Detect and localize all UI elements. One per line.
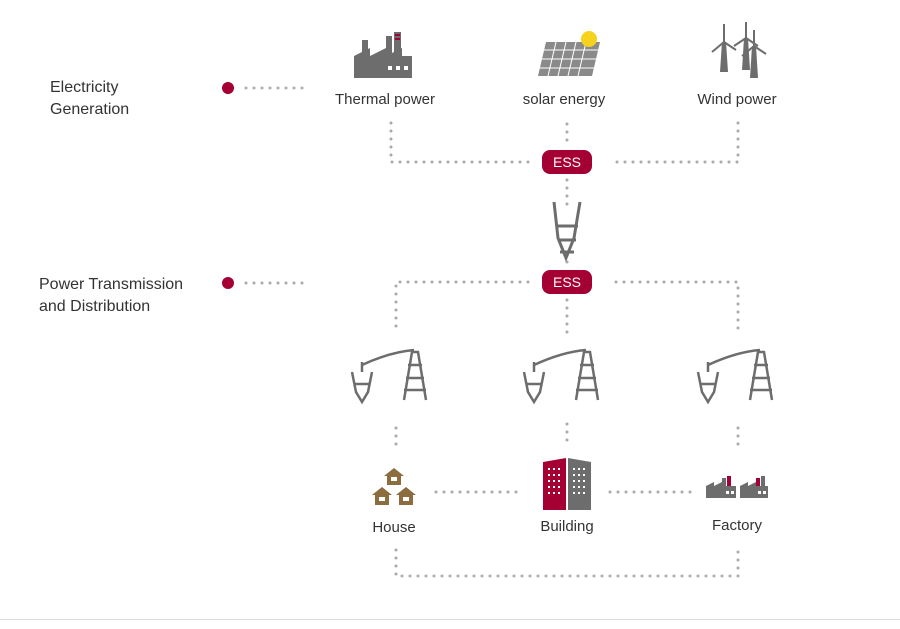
transmission-bullet bbox=[222, 277, 234, 289]
transmission-section-label: Power Transmission and Distribution bbox=[39, 276, 184, 315]
thermal-power-label: Thermal power bbox=[334, 91, 436, 108]
wind-power-label: Wind power bbox=[697, 91, 777, 108]
building-icon bbox=[543, 458, 591, 510]
generation-bullet bbox=[222, 82, 234, 94]
solar-panel-icon bbox=[538, 31, 600, 77]
distribution-tower-right-icon bbox=[696, 348, 774, 405]
substation-tower-icon bbox=[552, 201, 582, 263]
generation-section-label: Electricity Generation bbox=[50, 79, 130, 118]
wind-turbine-icon bbox=[711, 22, 767, 78]
thermal-plant-icon bbox=[354, 32, 412, 78]
distribution-tower-center-icon bbox=[522, 348, 600, 405]
factory-label: Factory bbox=[711, 517, 763, 534]
sun-icon bbox=[581, 31, 597, 47]
ess-top-badge: ESS bbox=[542, 150, 592, 174]
solar-energy-label: solar energy bbox=[522, 91, 606, 108]
factory-icon bbox=[706, 476, 768, 498]
building-label: Building bbox=[540, 518, 594, 535]
house-icon bbox=[372, 468, 416, 505]
house-label: House bbox=[372, 519, 416, 536]
bottom-divider bbox=[0, 619, 900, 620]
distribution-tower-left-icon bbox=[350, 348, 428, 405]
ess-middle-badge: ESS bbox=[542, 270, 592, 294]
